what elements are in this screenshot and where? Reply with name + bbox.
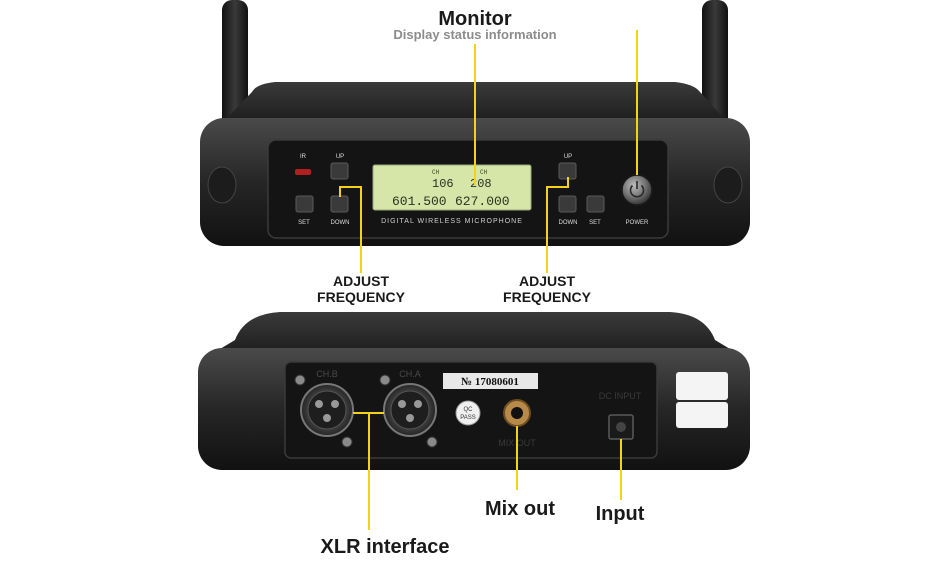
ir-label: IR bbox=[300, 154, 307, 160]
qc-pass-sticker bbox=[455, 400, 481, 426]
ir-sensor-icon bbox=[295, 169, 311, 175]
screw-icon bbox=[426, 436, 438, 448]
dc-input-print: DC INPUT bbox=[599, 391, 642, 401]
down-left-label: DOWN bbox=[331, 220, 350, 226]
back-unit-top bbox=[205, 312, 745, 358]
dc-input-pin bbox=[616, 422, 626, 432]
power-icon bbox=[629, 181, 645, 198]
mix-out-jack-hole bbox=[511, 407, 523, 419]
back-unit: CH.B CH.A № 17080601 QC PASS MIX OUT bbox=[198, 312, 750, 470]
monitor-subtitle: Display status information bbox=[393, 27, 557, 42]
adjust-frequency-left: ADJUST FREQUENCY bbox=[300, 273, 422, 305]
xlr-connector-left[interactable] bbox=[300, 383, 354, 437]
lcd-left-channel: 106 bbox=[432, 177, 454, 191]
qc-line1: QC bbox=[464, 407, 474, 413]
screw-icon bbox=[379, 374, 391, 386]
input-label: Input bbox=[595, 503, 645, 525]
up-left-button[interactable] bbox=[330, 162, 349, 180]
xlr-interface-label: XLR interface bbox=[320, 536, 450, 558]
sticker-bottom bbox=[676, 402, 728, 428]
lcd-left-frequency: 601.500 bbox=[392, 194, 447, 209]
left-antenna-mount bbox=[207, 166, 237, 204]
right-antenna-mount bbox=[713, 166, 743, 204]
adjust-left-line1: ADJUST bbox=[332, 273, 389, 289]
set-left-button[interactable] bbox=[295, 195, 314, 213]
lcd-right-frequency: 627.000 bbox=[455, 194, 510, 209]
sticker-top bbox=[676, 372, 728, 400]
power-button[interactable] bbox=[621, 174, 653, 206]
xlr-connector-right[interactable] bbox=[383, 383, 437, 437]
adjust-left-callout-line bbox=[339, 186, 362, 273]
adjust-left-line2: FREQUENCY bbox=[317, 289, 405, 305]
up-right-button[interactable] bbox=[558, 162, 577, 180]
xlr-b-print: CH.B bbox=[316, 369, 338, 379]
qc-line2: PASS bbox=[460, 415, 476, 421]
down-right-label: DOWN bbox=[559, 220, 578, 226]
serial-label-box bbox=[443, 373, 538, 389]
down-right-button[interactable] bbox=[558, 195, 577, 213]
lcd-display bbox=[372, 164, 532, 211]
screw-icon bbox=[294, 374, 306, 386]
set-left-label: SET bbox=[298, 220, 310, 226]
power-label: POWER bbox=[626, 220, 649, 226]
adjust-right-line1: ADJUST bbox=[518, 273, 575, 289]
lcd-left-ch-label: CH bbox=[432, 169, 440, 176]
adjust-right-callout-line bbox=[546, 177, 569, 273]
callout-lines bbox=[339, 30, 638, 530]
down-left-button[interactable] bbox=[330, 195, 349, 213]
brand-strip: DIGITAL WIRELESS MICROPHONE bbox=[381, 218, 523, 225]
adjust-frequency-right: ADJUST FREQUENCY bbox=[486, 273, 608, 305]
set-right-label: SET bbox=[589, 220, 601, 226]
set-right-button[interactable] bbox=[586, 195, 605, 213]
xlr-a-print: CH.A bbox=[399, 369, 421, 379]
up-left-label: UP bbox=[336, 154, 344, 160]
screw-icon bbox=[341, 436, 353, 448]
up-right-label: UP bbox=[564, 154, 572, 160]
serial-number: № 17080601 bbox=[461, 376, 519, 388]
adjust-right-line2: FREQUENCY bbox=[503, 289, 591, 305]
monitor-title: Monitor bbox=[438, 8, 512, 30]
lcd-right-channel: 208 bbox=[470, 177, 492, 191]
lcd-right-ch-label: CH bbox=[480, 169, 488, 176]
mix-out-label: Mix out bbox=[485, 498, 555, 520]
